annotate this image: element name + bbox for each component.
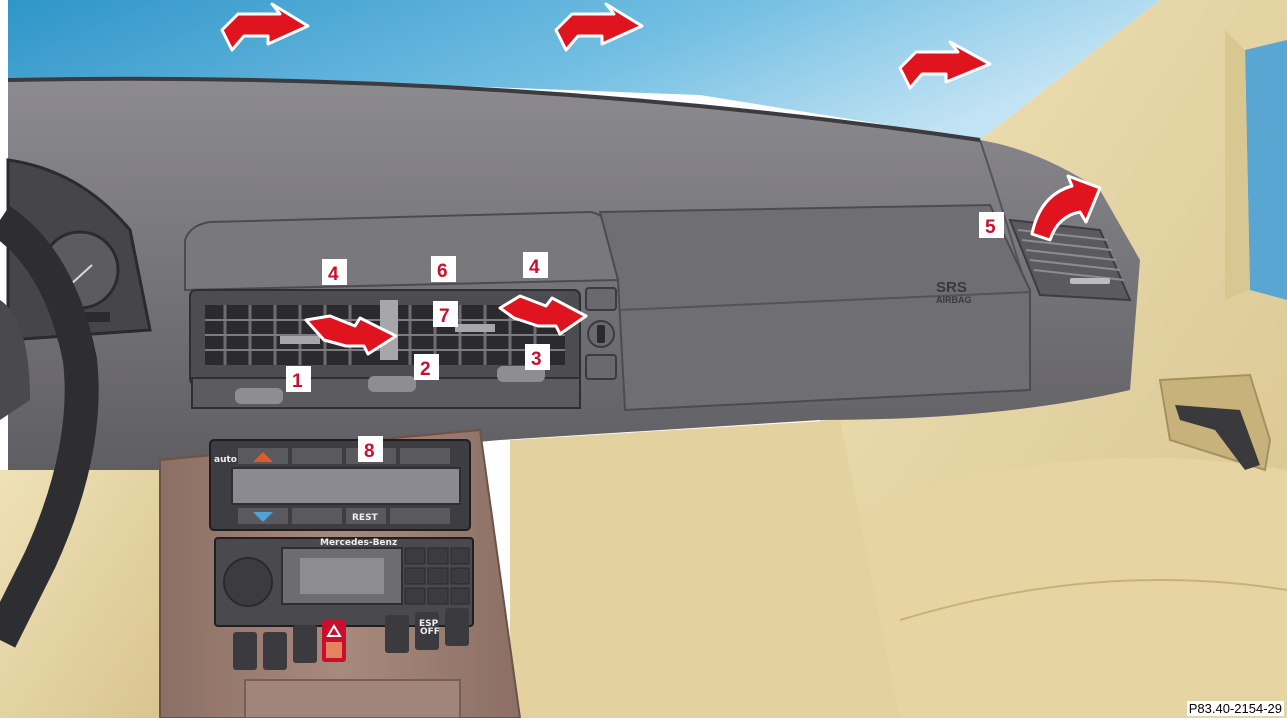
center-console: REST auto Mercedes-Benz [160, 430, 520, 718]
callout-8: 8 [358, 436, 383, 462]
dashboard [8, 79, 1140, 470]
airbag-text: AIRBAG [936, 295, 972, 305]
callout-3: 3 [525, 344, 550, 370]
callout-2: 2 [414, 354, 439, 380]
srs-text: SRS [936, 279, 967, 296]
climate-control-unit: REST auto [210, 440, 470, 530]
svg-text:6: 6 [437, 261, 448, 282]
reference-code: P83.40-2154-29 [1187, 701, 1284, 716]
callout-4-left: 4 [322, 259, 347, 285]
svg-text:3: 3 [531, 349, 542, 370]
svg-text:4: 4 [328, 264, 339, 285]
callout-7: 7 [433, 301, 458, 327]
callout-4-right: 4 [523, 252, 548, 278]
svg-text:4: 4 [529, 257, 540, 278]
callout-1: 1 [286, 366, 311, 392]
svg-text:2: 2 [420, 359, 431, 380]
callout-6: 6 [431, 256, 456, 282]
radio-brand: Mercedes-Benz [320, 538, 397, 548]
auto-label: auto [214, 455, 237, 465]
esp-off-label: OFF [420, 627, 440, 637]
svg-text:7: 7 [439, 306, 450, 327]
svg-text:8: 8 [364, 441, 375, 462]
svg-text:5: 5 [985, 217, 996, 238]
svg-text:1: 1 [292, 371, 303, 392]
srs-airbag-label: SRS AIRBAG [936, 279, 972, 305]
callout-5: 5 [979, 212, 1004, 238]
rest-button-label: REST [352, 513, 379, 523]
